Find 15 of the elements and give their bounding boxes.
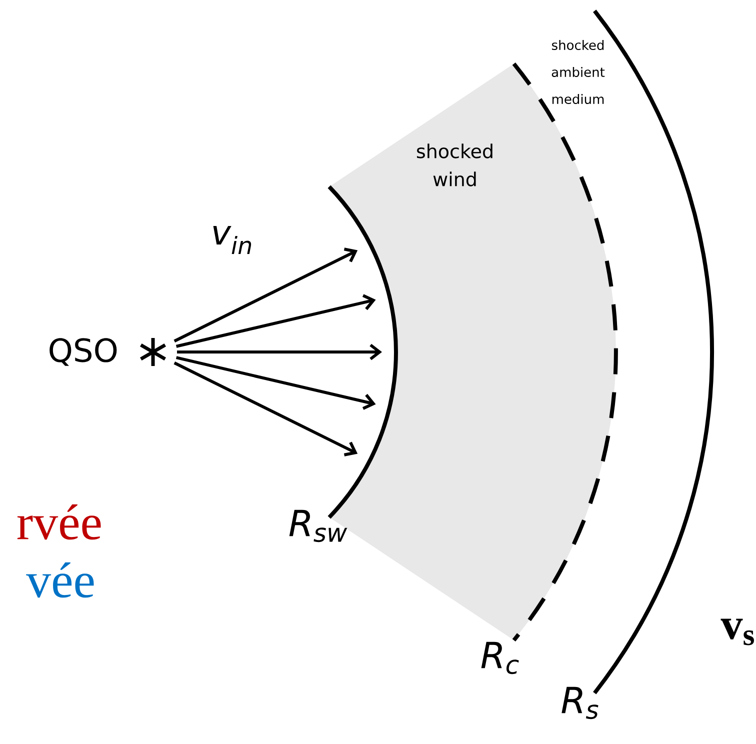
star-symbol: [140, 338, 166, 366]
source-label: QSO: [50, 338, 117, 366]
arrow: [176, 294, 376, 348]
cropped-word: rvée: [17, 504, 101, 540]
region-label: shocked ambient medium: [552, 40, 605, 104]
arrow: [174, 362, 358, 456]
radius-label: R$_{s}$: [562, 686, 598, 720]
velocity-label: v$_{s}$: [720, 618, 754, 646]
cropped-word: vée: [26, 562, 94, 598]
radius-label: R$_{sw}$: [289, 510, 348, 542]
arrow: [176, 356, 376, 410]
arrow: [174, 248, 358, 342]
edge-label: v$_{in}$: [213, 226, 252, 254]
node-label: shocked wind: [416, 144, 492, 186]
arrow: [177, 344, 382, 360]
